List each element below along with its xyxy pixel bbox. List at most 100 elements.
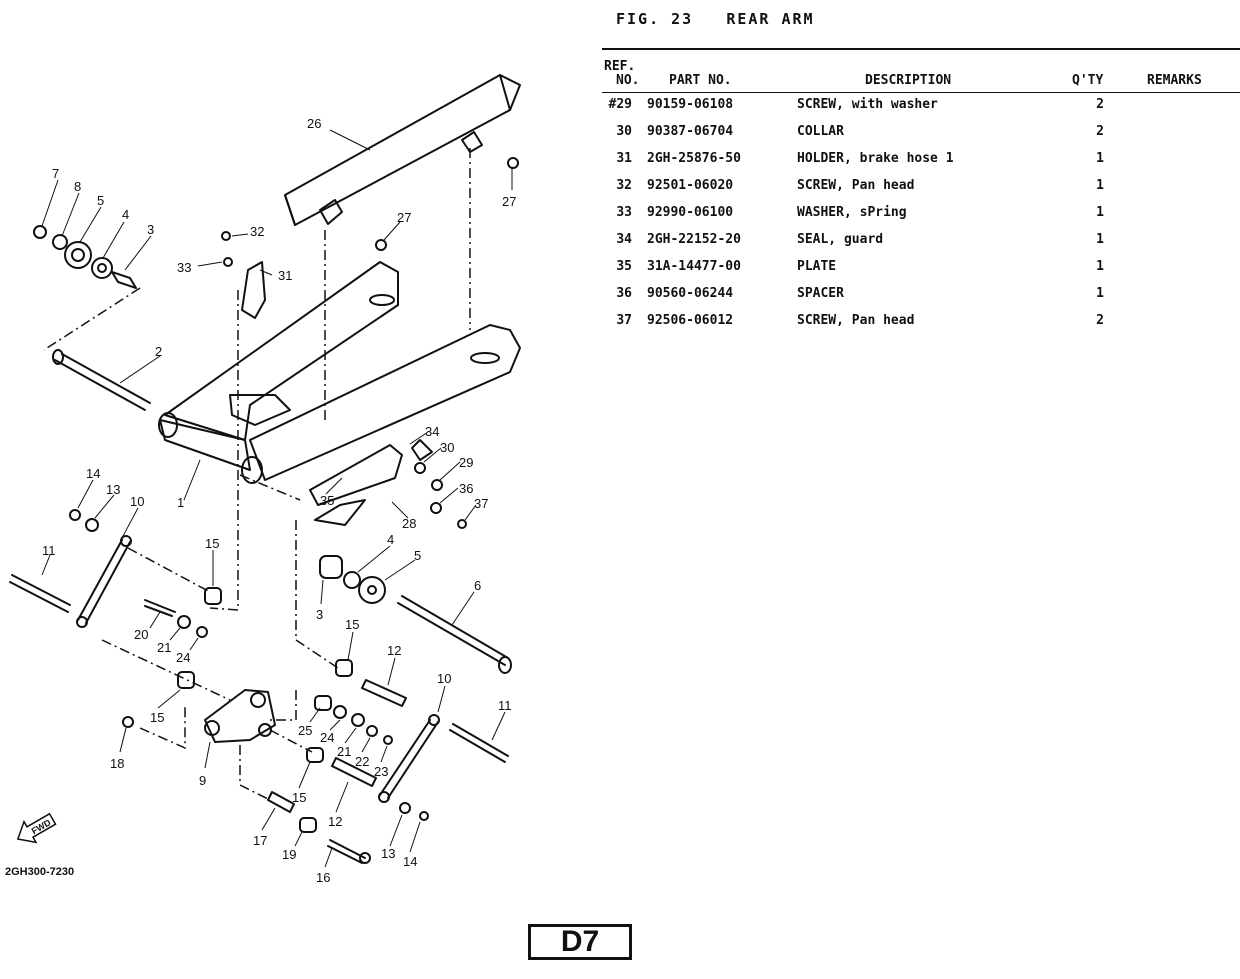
small-parts <box>69 157 519 864</box>
callout: 33 <box>177 260 191 275</box>
callout: 21 <box>337 744 351 759</box>
callout: 1 <box>177 495 184 510</box>
pivot-shaft <box>54 353 151 411</box>
callout: 26 <box>307 116 321 131</box>
guide-lines <box>43 148 471 801</box>
table-row: 31 2GH-25876-50 HOLDER, brake hose 1 1 <box>602 147 1240 174</box>
figure-label: FIG. 23 <box>616 10 694 28</box>
callout: 37 <box>474 496 488 511</box>
table-row: 37 92506-06012 SCREW, Pan head 2 <box>602 309 1240 336</box>
callout: 4 <box>387 532 394 547</box>
part-number: 2GH-25876-50 <box>647 151 741 166</box>
callout: 6 <box>474 578 481 593</box>
fwd-label: FWD <box>30 817 53 836</box>
connecting-rod-left <box>77 539 131 624</box>
callout: 35 <box>320 493 334 508</box>
callout: 34 <box>425 424 439 439</box>
ref-number: 36 <box>616 286 632 301</box>
exploded-parts-diagram: 26 27 27 32 31 33 7 8 5 4 3 2 1 34 30 29… <box>9 74 521 885</box>
table-row: 34 2GH-22152-20 SEAL, guard 1 <box>602 228 1240 255</box>
description: SCREW, with washer <box>797 97 938 112</box>
part-number: 92506-06012 <box>647 313 734 328</box>
table-header: REF. NO. PART NO. DESCRIPTION Q'TY REMAR… <box>602 50 1240 92</box>
shaft-6 <box>397 595 509 666</box>
callout: 4 <box>122 207 129 222</box>
callout: 12 <box>387 643 401 658</box>
callout-numbers: 26 27 27 32 31 33 7 8 5 4 3 2 1 34 30 29… <box>42 116 516 885</box>
quantity: 1 <box>1096 286 1104 301</box>
part-number: 90560-06244 <box>647 286 734 301</box>
callout: 27 <box>502 194 516 209</box>
callout: 23 <box>374 764 388 779</box>
rear-arm-illustration <box>158 261 521 484</box>
part-number: 90387-06704 <box>647 124 734 139</box>
callout: 15 <box>345 617 359 632</box>
callout: 13 <box>106 482 120 497</box>
header-ref-line1: REF. <box>604 59 636 74</box>
callout: 10 <box>437 671 451 686</box>
ref-number: 30 <box>616 124 632 139</box>
callout: 12 <box>328 814 342 829</box>
callout: 18 <box>110 756 124 771</box>
ref-number: 37 <box>616 313 632 328</box>
callout: 27 <box>397 210 411 225</box>
description: SCREW, Pan head <box>797 178 915 193</box>
quantity: 2 <box>1096 313 1104 328</box>
callout: 31 <box>278 268 292 283</box>
callout: 11 <box>498 698 512 713</box>
connecting-rod-right <box>379 719 439 799</box>
callout: 24 <box>176 650 190 665</box>
table-top-rule <box>602 48 1240 50</box>
callout: 2 <box>155 344 162 359</box>
callout: 15 <box>150 710 164 725</box>
ref-number: 35 <box>616 259 632 274</box>
figure-title: FIG. 23 REAR ARM <box>616 10 815 28</box>
callout: 22 <box>355 754 369 769</box>
description: HOLDER, brake hose 1 <box>797 151 954 166</box>
ref-number: 31 <box>616 151 632 166</box>
quantity: 2 <box>1096 124 1104 139</box>
table-header-rule <box>602 92 1240 93</box>
callout: 16 <box>316 870 330 885</box>
bearing-set-left <box>33 225 137 289</box>
table-row: 35 31A-14477-00 PLATE 1 <box>602 255 1240 282</box>
ref-number: 32 <box>616 178 632 193</box>
callout: 9 <box>199 773 206 788</box>
plate-illustration <box>309 444 403 526</box>
leader-lines <box>41 129 513 868</box>
header-part-no: PART NO. <box>669 73 732 88</box>
ref-number: 34 <box>616 232 632 247</box>
quantity: 1 <box>1096 232 1104 247</box>
part-number: 31A-14477-00 <box>647 259 741 274</box>
header-qty: Q'TY <box>1072 73 1104 88</box>
callout: 29 <box>459 455 473 470</box>
callout: 30 <box>440 440 454 455</box>
callout: 25 <box>298 723 312 738</box>
description: PLATE <box>797 259 837 274</box>
quantity: 1 <box>1096 259 1104 274</box>
quantity: 1 <box>1096 151 1104 166</box>
callout: 20 <box>134 627 148 642</box>
callout: 5 <box>414 548 421 563</box>
callout: 21 <box>157 640 171 655</box>
part-number: 90159-06108 <box>647 97 734 112</box>
relay-arm-illustration <box>204 689 276 743</box>
part-number: 92990-06100 <box>647 205 734 220</box>
description: WASHER, sPring <box>797 205 907 220</box>
callout: 17 <box>253 833 267 848</box>
callout: 5 <box>97 193 104 208</box>
table-row: 32 92501-06020 SCREW, Pan head 1 <box>602 174 1240 201</box>
figure-name: REAR ARM <box>726 10 815 28</box>
hose-holder-illustration <box>241 261 266 319</box>
description: SCREW, Pan head <box>797 313 915 328</box>
part-number: 2GH-22152-20 <box>647 232 741 247</box>
quantity: 1 <box>1096 178 1104 193</box>
chain-guard-illustration <box>284 74 521 226</box>
callout: 11 <box>42 543 56 558</box>
callout: 24 <box>320 730 334 745</box>
parts-table: REF. NO. PART NO. DESCRIPTION Q'TY REMAR… <box>602 48 1240 336</box>
table-row: 30 90387-06704 COLLAR 2 <box>602 120 1240 147</box>
callout: 15 <box>292 790 306 805</box>
callout: 10 <box>130 494 144 509</box>
fwd-arrow-icon: FWD <box>16 812 57 844</box>
